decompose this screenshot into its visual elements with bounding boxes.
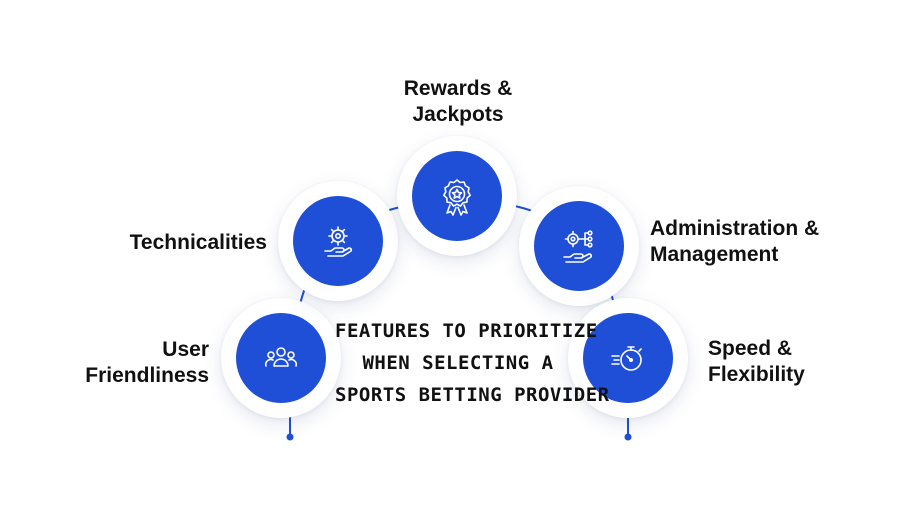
- speed-flexibility-line2: Flexibility: [708, 363, 805, 386]
- administration-management-line1: Administration &: [650, 217, 820, 240]
- user-friendliness-node: [221, 298, 341, 418]
- rewards-jackpots-node: [397, 136, 517, 256]
- award-badge-icon: [443, 179, 471, 216]
- administration-management-node: [519, 186, 639, 306]
- speed-flexibility-label: Speed & Flexibility: [708, 336, 805, 388]
- administration-management-line2: Management: [650, 243, 779, 266]
- user-friendliness-line2: Friendliness: [85, 364, 209, 387]
- gear-hand-icon: [324, 226, 353, 257]
- rewards-jackpots-line1: Rewards &: [403, 77, 513, 100]
- speed-flexibility-line1: Speed &: [708, 337, 793, 360]
- administration-management-label: Administration & Management: [650, 216, 819, 268]
- user-friendliness-line1: User: [162, 338, 209, 361]
- speed-flexibility-node: [568, 298, 688, 418]
- technicalities-label: Technicalities: [100, 230, 267, 256]
- center-title-line2: WHEN SELECTING A: [362, 352, 554, 374]
- gear-network-hand-icon: [563, 230, 593, 263]
- rewards-jackpots-label: Rewards & Jackpots: [378, 76, 538, 128]
- users-group-icon: [264, 347, 298, 367]
- center-title-line3: SPORTS BETTING PROVIDER: [335, 384, 610, 406]
- technicalities-line1: Technicalities: [129, 231, 267, 254]
- arc-end-dot-right: [624, 433, 632, 441]
- center-title-line1: FEATURES TO PRIORITIZE: [335, 320, 598, 342]
- center-title: FEATURES TO PRIORITIZE WHEN SELECTING A …: [335, 315, 610, 411]
- rewards-jackpots-line2: Jackpots: [412, 103, 504, 126]
- technicalities-node: [278, 181, 398, 301]
- arc-end-dot-left: [286, 433, 294, 441]
- stopwatch-speed-icon: [611, 346, 642, 371]
- user-friendliness-label: User Friendliness: [60, 337, 209, 389]
